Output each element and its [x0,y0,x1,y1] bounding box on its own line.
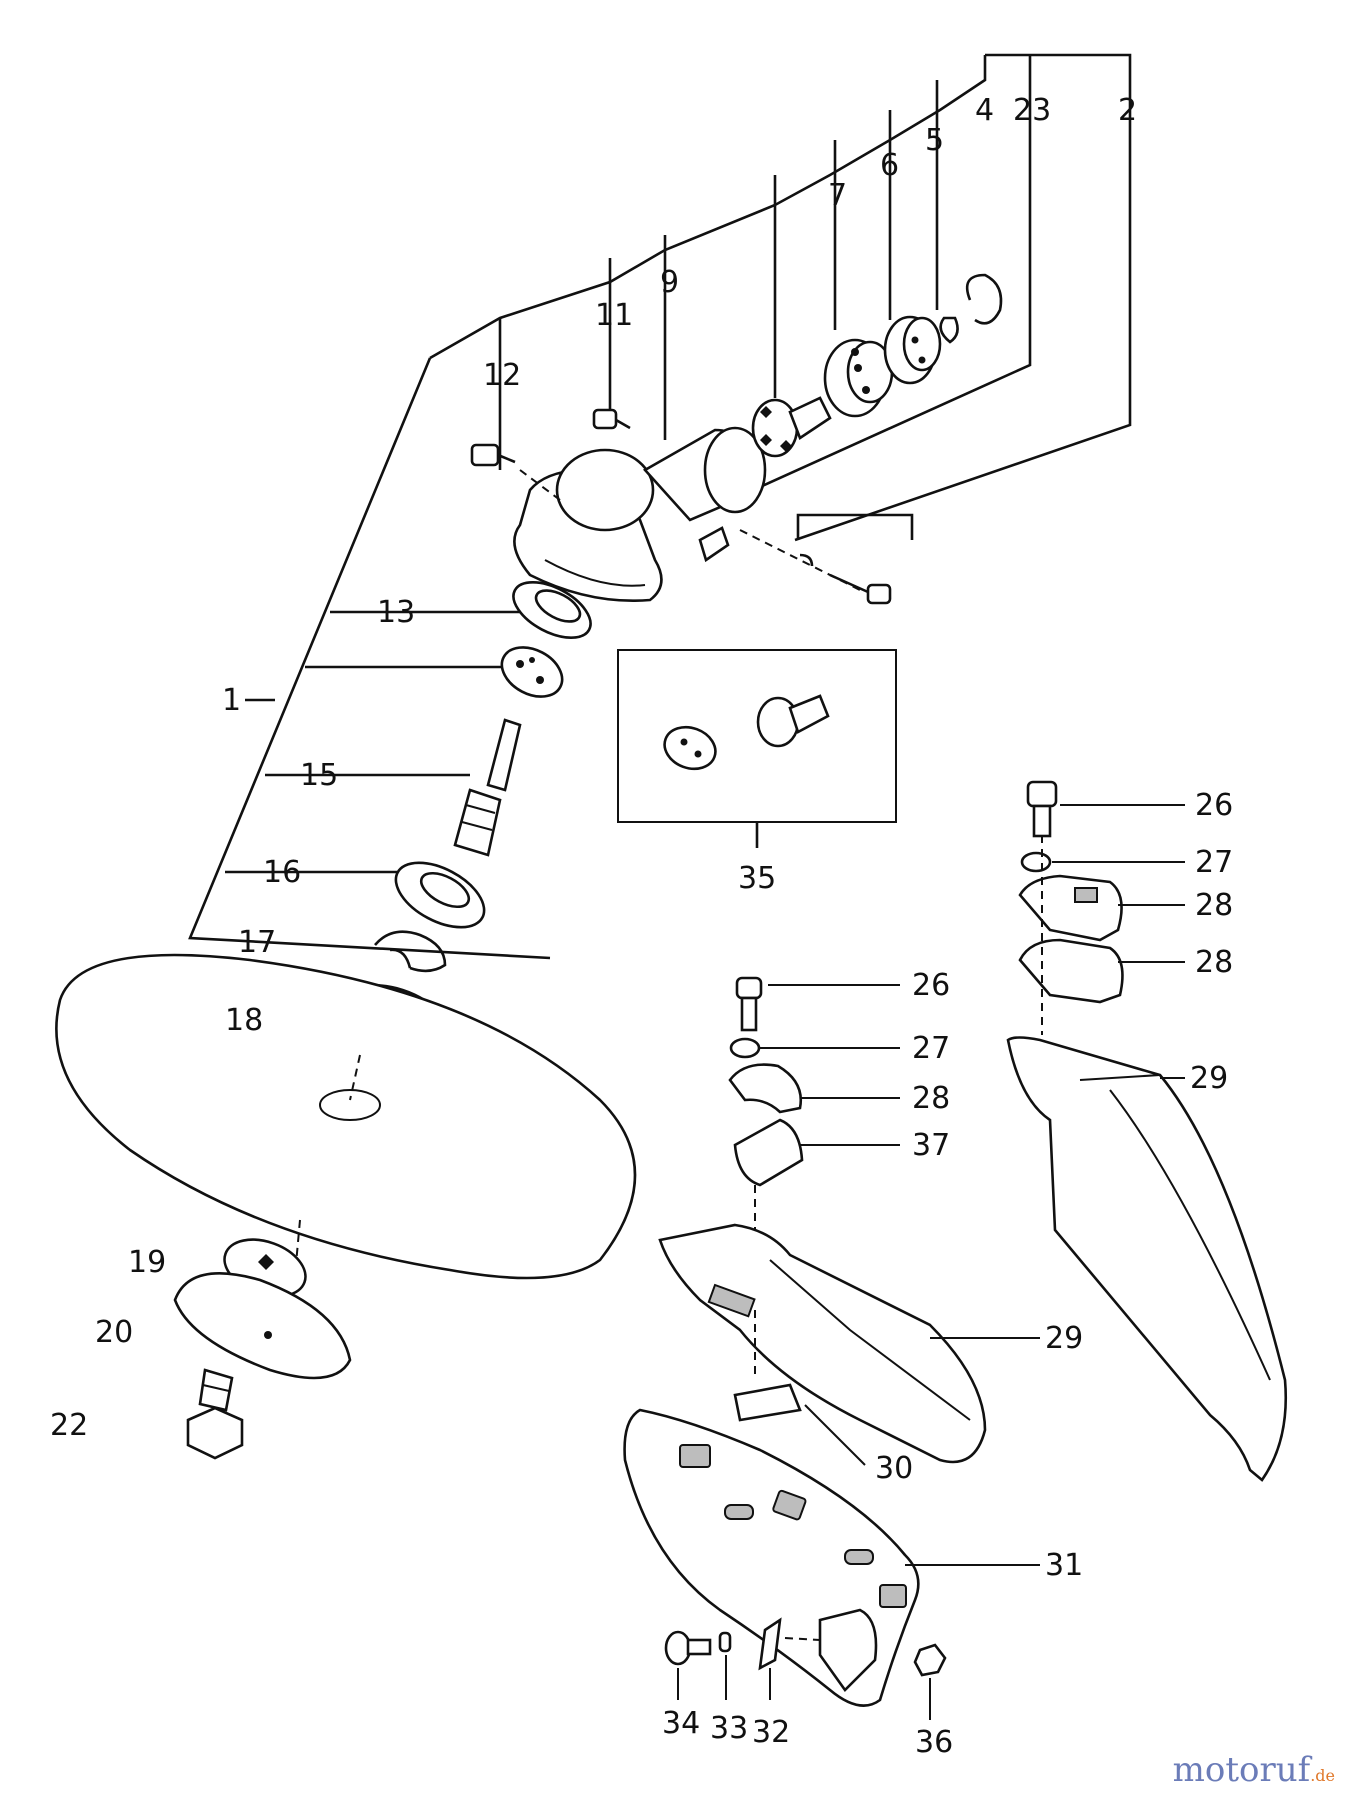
plate-30 [733,1310,866,1466]
callout-27-upper: 27 [1195,845,1233,880]
guard-29-middle [658,1223,1040,1464]
callout-22: 22 [50,1408,88,1443]
nut-22 [186,1368,244,1460]
callout-17: 17 [238,925,276,960]
washer-27-upper [1020,851,1185,873]
cup-20 [173,1272,352,1380]
callout-20: 20 [95,1315,133,1350]
side-clamp-screw [698,526,892,605]
callout-31: 31 [1045,1548,1083,1583]
fasteners-bottom [664,1617,947,1720]
clamp-28-upper [1018,874,1185,942]
circlip-23 [965,273,1003,325]
callout-6: 6 [880,148,899,183]
callout-32: 32 [752,1715,790,1750]
bearing-6 [823,338,894,418]
callout-28-middle: 28 [912,1081,950,1116]
callout-9: 9 [660,265,679,300]
screw-26-middle [735,976,900,1032]
leader-lines [188,53,1132,960]
bevel-gear-14 [500,646,564,698]
bearing-16 [394,861,486,929]
callout-13: 13 [377,595,415,630]
blade-disc [55,953,637,1331]
callout-29-middle: 29 [1045,1321,1083,1356]
callout-2: 2 [1118,93,1137,128]
sleeve-37 [733,1118,900,1230]
guard-29-right [1006,1036,1288,1482]
callout-35: 35 [738,861,776,896]
watermark-tld: .de [1310,1766,1335,1785]
callout-27-middle: 27 [912,1031,950,1066]
callout-19: 19 [128,1245,166,1280]
callout-12: 12 [483,358,521,393]
callout-37: 37 [912,1128,950,1163]
callout-7: 7 [828,178,847,213]
bearing-13 [512,581,592,639]
callout-15: 15 [300,758,338,793]
circlip-17 [374,930,447,973]
callout-1: 1 [222,683,241,718]
spindle-15 [453,718,522,857]
callout-4: 4 [975,93,994,128]
callout-33: 33 [710,1711,748,1746]
callout-34: 34 [662,1706,700,1741]
callout-5: 5 [925,123,944,158]
watermark-logo: motoruf.de [1173,1750,1335,1790]
gear-head-housing [513,426,767,602]
callout-16: 16 [263,855,301,890]
callout-30: 30 [875,1451,913,1486]
bolt-11 [592,408,631,430]
watermark-brand: motoruf [1172,1750,1311,1790]
callout-23: 23 [1013,93,1051,128]
bearing-5 [883,315,942,385]
callout-26-middle: 26 [912,968,950,1003]
bolt-26-upper [1026,780,1185,838]
callout-36: 36 [915,1725,953,1760]
clamp-28-middle [728,1063,900,1114]
callout-28-upper: 28 [1195,888,1233,923]
callout-11: 11 [595,298,633,333]
bolt-12 [470,443,516,467]
bevel-pinion-7 [751,396,832,458]
callout-labels: 2 23 4 5 6 7 9 11 12 13 1 15 16 17 18 19… [50,93,1233,1760]
callout-29-right: 29 [1190,1061,1228,1096]
guard-31 [623,1408,1040,1707]
shim-4 [939,316,959,344]
gear-kit-box [617,649,897,848]
callout-26-upper: 26 [1195,788,1233,823]
clamp-28-lower [1018,835,1185,1035]
callout-18: 18 [225,1003,263,1038]
washer-27-middle [729,1037,900,1059]
callout-28-lower: 28 [1195,945,1233,980]
